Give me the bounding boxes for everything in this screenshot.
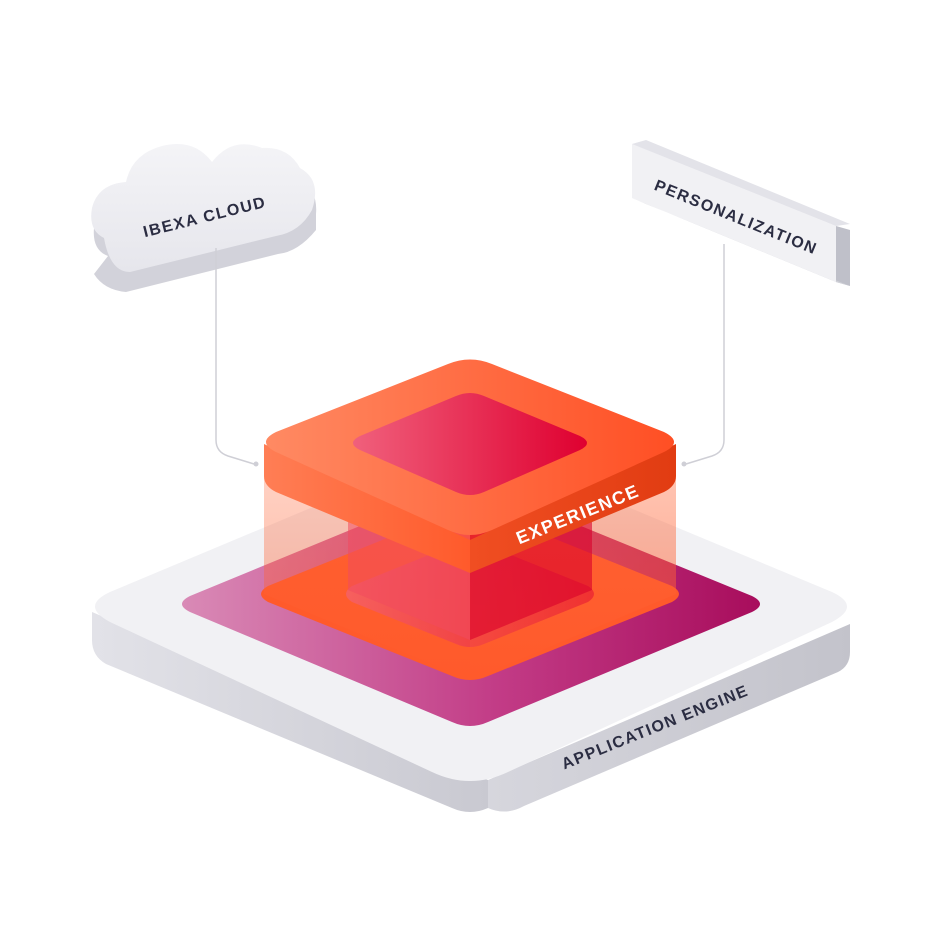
experience-inner-recess <box>353 393 587 495</box>
connector-cloud <box>215 248 255 465</box>
connector-lines <box>215 244 725 465</box>
experience-left-side <box>264 444 470 573</box>
experience-right-side <box>470 444 676 573</box>
sign-block-icon <box>632 140 850 286</box>
cloud-icon <box>91 144 317 292</box>
connector-dot-right <box>681 461 687 467</box>
platform-left-side <box>92 612 488 812</box>
experience-block <box>264 359 676 573</box>
platform-right-side <box>488 624 850 812</box>
connector-dot-left <box>253 461 259 467</box>
connector-personalization <box>685 244 725 465</box>
